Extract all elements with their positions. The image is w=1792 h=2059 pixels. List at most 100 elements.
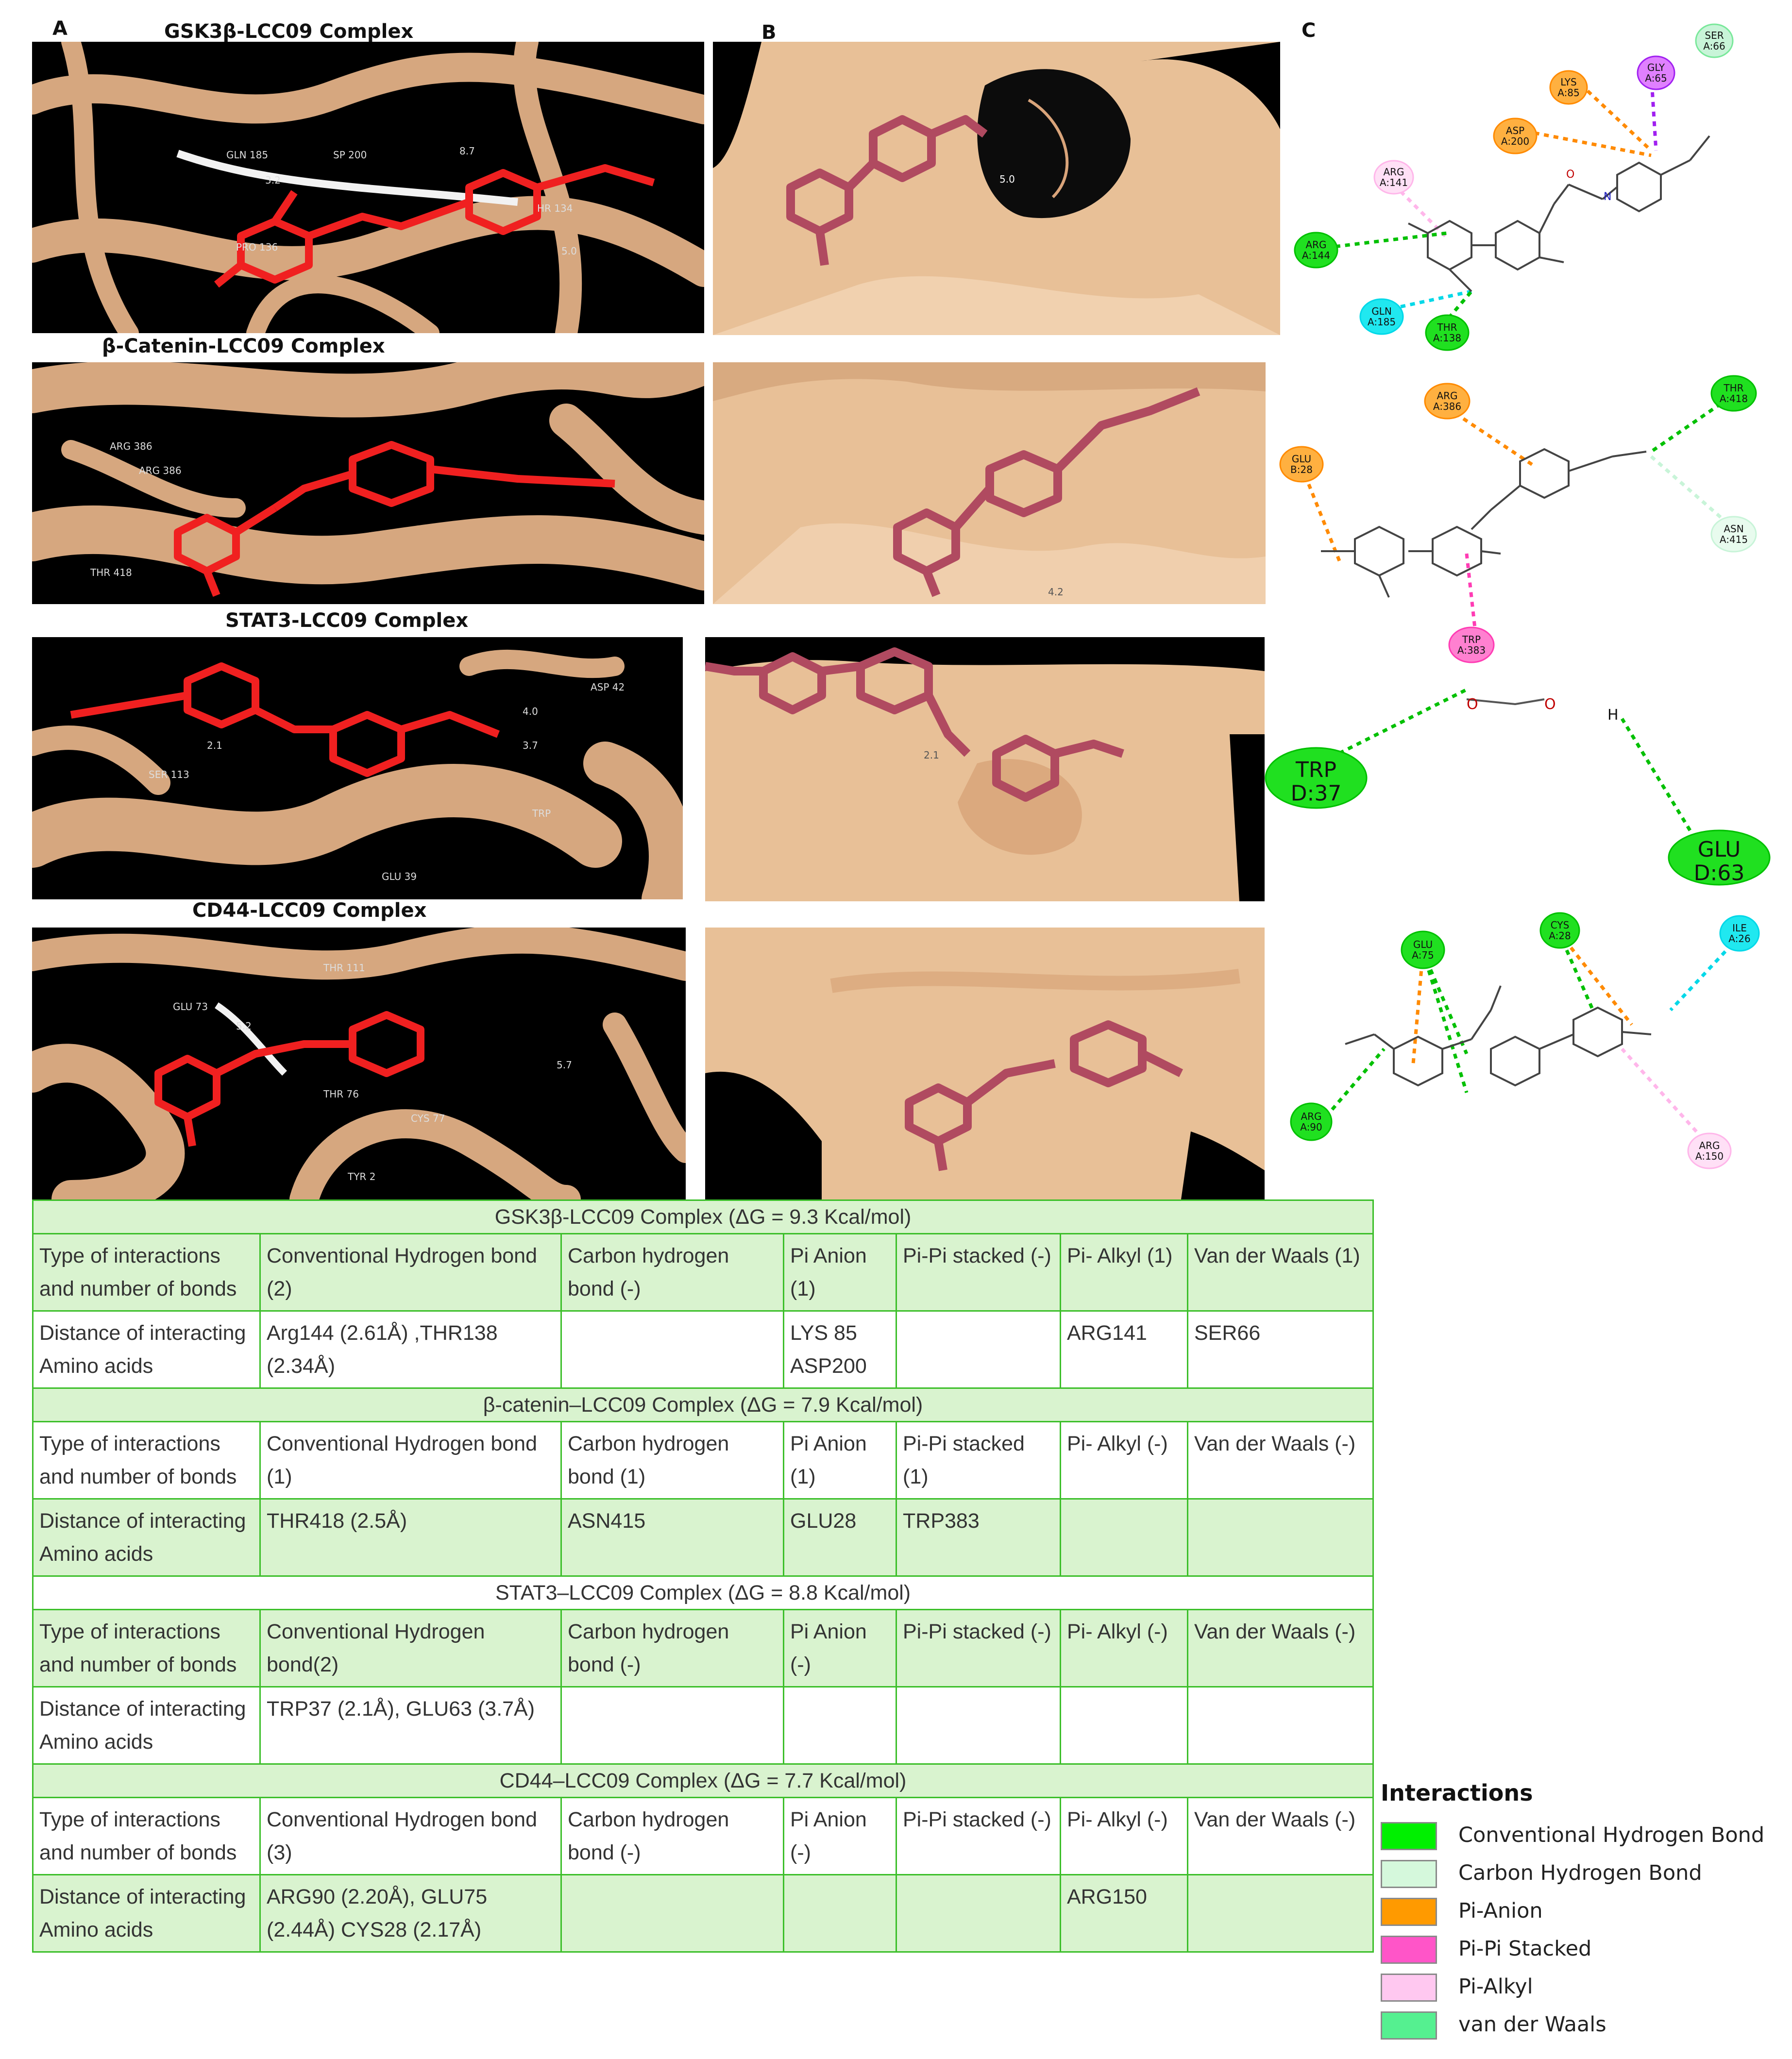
- table-cell-distance: ARG150: [1060, 1874, 1188, 1953]
- gsk3b-label-2: 8.7: [459, 145, 475, 157]
- table-cell-distance: TRP383: [896, 1498, 1061, 1577]
- bcatenin-label-0: ARG 386: [110, 440, 152, 452]
- table-cell-interaction-type: Pi- Alkyl (-): [1060, 1421, 1188, 1500]
- gsk3b-surface-label: 5.0: [999, 173, 1015, 185]
- table-cell-interaction-type: Pi-Pi stacked (1): [896, 1421, 1061, 1500]
- table-cell-interaction-type: Carbon hydrogen bond (1): [560, 1421, 784, 1500]
- stat3-h-atom: H: [1607, 707, 1619, 724]
- legend-item: van der Waals: [1381, 2011, 1789, 2042]
- legend-swatch: [1381, 1822, 1437, 1850]
- legend-swatch: [1381, 1936, 1437, 1964]
- cd44-ribbon-image: THR 111 GLU 73 5.2 THR 76 CYS 77 5.7 TYR…: [32, 928, 686, 1199]
- table-section-header: STAT3–LCC09 Complex (ΔG = 8.8 Kcal/mol): [32, 1575, 1374, 1610]
- table-cell-interaction-type: Van der Waals (1): [1186, 1233, 1374, 1312]
- table-cell-distance: ASN415: [560, 1498, 784, 1577]
- panel-letter-b: B: [761, 21, 777, 44]
- table-cell-distance: ARG141: [1060, 1310, 1188, 1389]
- table-cell-interaction-type: Carbon hydrogen bond (-): [560, 1797, 784, 1875]
- table-cell-interaction-type: Pi-Pi stacked (-): [896, 1233, 1061, 1312]
- table-cell-interaction-type: Pi Anion (-): [783, 1797, 897, 1875]
- table-cell-interaction-type: Carbon hydrogen bond (-): [560, 1233, 784, 1312]
- stat3-surface-label: 2.1: [924, 749, 939, 761]
- legend-swatch: [1381, 1974, 1437, 2002]
- gsk3b-surface-image: 5.0: [713, 42, 1280, 335]
- table-cell-interaction-type: Pi-Pi stacked (-): [896, 1797, 1061, 1875]
- table-cell-distance: [896, 1874, 1061, 1953]
- table-cell-interaction-type: Pi- Alkyl (-): [1060, 1609, 1188, 1688]
- legend-item: Conventional Hydrogen Bond: [1381, 1822, 1789, 1852]
- legend-swatch: [1381, 1898, 1437, 1926]
- table-cell-interaction-type: Van der Waals (-): [1186, 1609, 1374, 1688]
- table-cell-interaction-type: Pi- Alkyl (1): [1060, 1233, 1188, 1312]
- table-section-header: CD44–LCC09 Complex (ΔG = 7.7 Kcal/mol): [32, 1763, 1374, 1798]
- cd44-label-6: TYR 2: [347, 1171, 375, 1182]
- legend-label: Conventional Hydrogen Bond: [1458, 1823, 1765, 1847]
- table-section-header: β-catenin–LCC09 Complex (ΔG = 7.9 Kcal/m…: [32, 1387, 1374, 1422]
- table-cell-distance: [1186, 1498, 1374, 1577]
- gsk3b-label-6: 5.0: [561, 245, 577, 257]
- table-cell-interaction-type: Van der Waals (-): [1186, 1797, 1374, 1875]
- table-row-label: Distance of interacting Amino acids: [32, 1686, 261, 1765]
- legend-item: Carbon Hydrogen Bond: [1381, 1860, 1789, 1890]
- table-row-label: Distance of interacting Amino acids: [32, 1310, 261, 1389]
- table-cell-distance: [560, 1310, 784, 1389]
- table-cell-distance: Arg144 (2.61Å) ,THR138 (2.34Å): [259, 1310, 562, 1389]
- gsk3b-o-atom: O: [1566, 169, 1574, 181]
- bcatenin-surface-label: 4.2: [1048, 586, 1064, 598]
- table-cell-interaction-type: Conventional Hydrogen bond (2): [259, 1233, 562, 1312]
- table-cell-interaction-type: Conventional Hydrogen bond(2): [259, 1609, 562, 1688]
- gsk3b-ribbon-image: GLN 185 SP 200 8.7 3.2 HR 134 PRO 136 5.…: [32, 42, 704, 333]
- table-section-header: GSK3β-LCC09 Complex (ΔG = 9.3 Kcal/mol): [32, 1199, 1374, 1234]
- table-cell-distance: [1186, 1686, 1374, 1765]
- legend-item: Pi-Anion: [1381, 1898, 1789, 1928]
- table-cell-interaction-type: Pi- Alkyl (-): [1060, 1797, 1188, 1875]
- legend-label: Pi-Anion: [1458, 1899, 1543, 1923]
- bcatenin-label-1: ARG 386: [139, 465, 182, 476]
- table-cell-interaction-type: Conventional Hydrogen bond (1): [259, 1421, 562, 1500]
- table-cell-distance: [1060, 1686, 1188, 1765]
- stat3-ribbon-image: ASP 42 4.0 2.1 3.7 SER 113 TRP GLU 39: [32, 637, 683, 899]
- table-cell-distance: [560, 1874, 784, 1953]
- legend-swatch: [1381, 2011, 1437, 2040]
- table-cell-distance: TRP37 (2.1Å), GLU63 (3.7Å): [259, 1686, 562, 1765]
- table-cell-distance: [783, 1874, 897, 1953]
- gsk3b-n-atom: N: [1604, 191, 1611, 203]
- stat3-label-2: 2.1: [207, 740, 222, 751]
- table-row-label: Type of interactions and number of bonds: [32, 1421, 261, 1500]
- bcatenin-label-2: THR 418: [90, 567, 132, 578]
- legend-item: Pi-Pi Stacked: [1381, 1936, 1789, 1966]
- table-cell-distance: [896, 1686, 1061, 1765]
- table-cell-distance: ARG90 (2.20Å), GLU75 (2.44Å) CYS28 (2.17…: [259, 1874, 562, 1953]
- table-cell-interaction-type: Conventional Hydrogen bond (3): [259, 1797, 562, 1875]
- legend-label: van der Waals: [1458, 2012, 1606, 2037]
- stat3-label-5: TRP: [532, 808, 551, 819]
- table-cell-interaction-type: Pi Anion (-): [783, 1609, 897, 1688]
- gsk3b-label-5: PRO 136: [236, 241, 278, 253]
- legend-label: Pi-Pi Stacked: [1458, 1937, 1592, 1961]
- table-cell-distance: SER66: [1186, 1310, 1374, 1389]
- stat3-surface-image: 2.1: [705, 637, 1265, 901]
- title-gsk3b-complex: GSK3β-LCC09 Complex: [164, 20, 414, 43]
- table-row-label: Type of interactions and number of bonds: [32, 1797, 261, 1875]
- cd44-label-2: 5.2: [236, 1020, 252, 1032]
- stat3-o-atom-2: O: [1544, 696, 1556, 713]
- cd44-label-1: GLU 73: [173, 1001, 208, 1013]
